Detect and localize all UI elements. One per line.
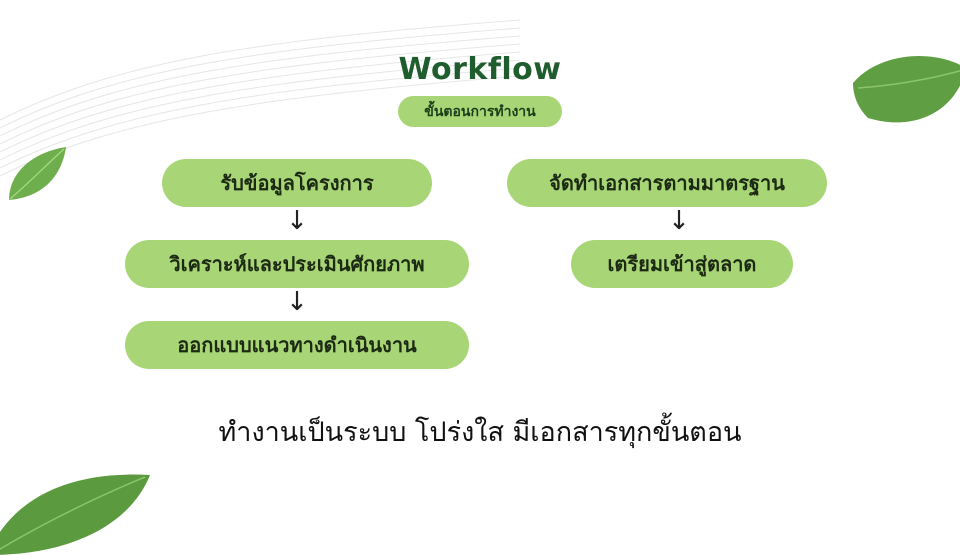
- workflow-step-go-to-market: เตรียมเข้าสู่ตลาด: [571, 240, 793, 288]
- down-arrow-icon: ↓: [664, 208, 694, 234]
- down-arrow-icon: ↓: [282, 289, 312, 315]
- leaf-icon: [0, 455, 160, 555]
- workflow-step-analyze-evaluate: วิเคราะห์และประเมินศักยภาพ: [125, 240, 469, 288]
- subtitle-badge: ขั้นตอนการทำงาน: [398, 96, 562, 127]
- down-arrow-icon: ↓: [282, 208, 312, 234]
- workflow-step-receive-project-info: รับข้อมูลโครงการ: [162, 159, 432, 207]
- leaf-icon: [4, 145, 74, 205]
- workflow-step-design-approach: ออกแบบแนวทางดำเนินงาน: [125, 321, 469, 369]
- page-title: Workflow: [0, 52, 960, 87]
- workflow-step-prepare-documents: จัดทำเอกสารตามมาตรฐาน: [507, 159, 827, 207]
- caption-text: ทำงานเป็นระบบ โปร่งใส มีเอกสารทุกขั้นตอน: [0, 410, 960, 453]
